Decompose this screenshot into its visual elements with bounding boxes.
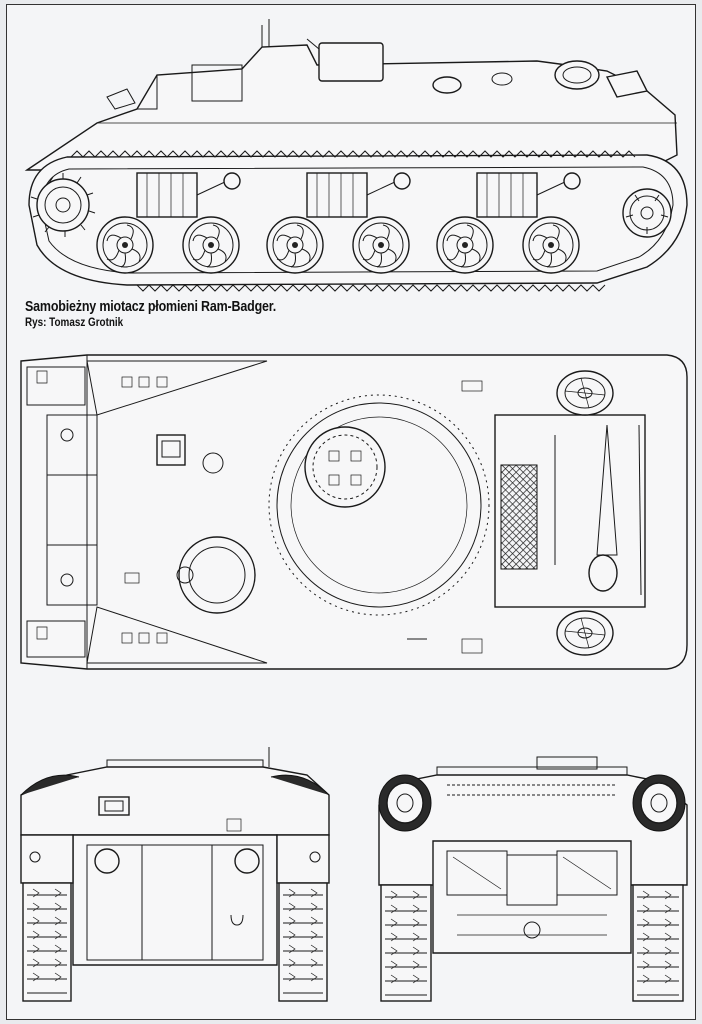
caption-author: Rys: Tomasz Grotnik — [25, 317, 124, 329]
rear-view — [378, 756, 688, 1002]
side-bogies — [136, 172, 581, 218]
front-track-links — [27, 888, 323, 994]
drawing-caption: Samobieżny miotacz płomieni Ram-Badger. … — [25, 299, 317, 329]
rear-track-links — [385, 890, 679, 996]
top-view — [20, 354, 688, 670]
side-track-top — [70, 150, 636, 292]
blueprint-drawings — [20, 19, 688, 1002]
front-view — [20, 747, 330, 1002]
caption-title: Samobieżny miotacz płomieni Ram-Badger. — [25, 299, 277, 315]
side-view — [24, 19, 688, 292]
drawing-sheet: Samobieżny miotacz płomieni Ram-Badger. … — [6, 4, 696, 1020]
